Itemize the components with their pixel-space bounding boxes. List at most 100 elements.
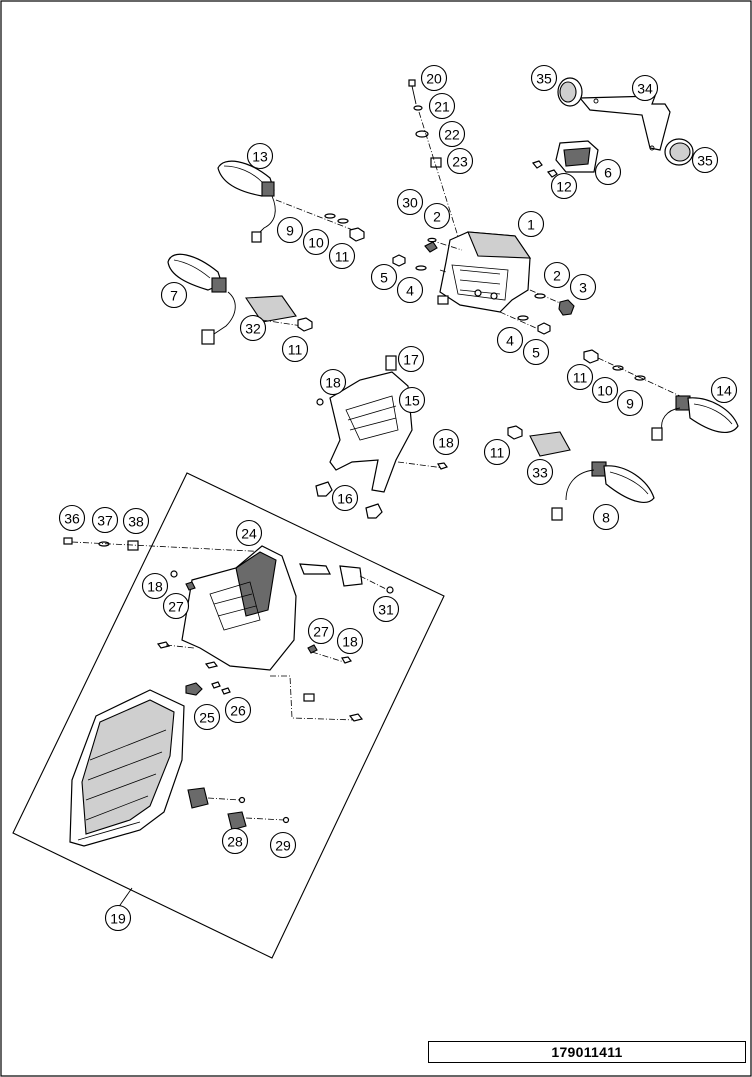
callout-label: 2	[433, 209, 441, 225]
callout-10b: 10	[591, 376, 619, 404]
callout-label: 28	[227, 834, 243, 850]
callout-9b: 9	[616, 389, 644, 417]
callout-26: 26	[224, 696, 252, 724]
callout-circle	[58, 504, 86, 532]
callout-label: 27	[313, 624, 329, 640]
callout-circle	[428, 92, 456, 120]
callout-circle	[370, 263, 398, 291]
damper-16b	[365, 503, 383, 519]
callout-35b: 35	[691, 146, 719, 174]
callout-7: 7	[160, 281, 188, 309]
callout-label: 9	[626, 396, 634, 412]
dash-fasteners	[408, 79, 467, 263]
callout-6: 6	[594, 158, 622, 186]
callout-circle	[591, 376, 619, 404]
callout-38: 38	[122, 507, 150, 535]
callout-3: 3	[569, 273, 597, 301]
callout-label: 30	[402, 195, 418, 211]
callout-11b: 11	[281, 335, 309, 363]
screw-26b	[221, 687, 231, 695]
washer-4b	[517, 315, 529, 321]
bolt-5a	[392, 254, 406, 267]
washer-2b	[534, 293, 546, 299]
callout-label: 18	[342, 634, 358, 650]
washer-18c	[170, 570, 178, 578]
callout-22: 22	[438, 120, 466, 148]
callout-circle	[522, 338, 550, 366]
callout-label: 7	[170, 288, 178, 304]
callout-circle	[302, 228, 330, 256]
callout-circle	[221, 827, 249, 855]
callout-label: 29	[275, 838, 291, 854]
callout-21: 21	[428, 92, 456, 120]
callout-circle	[281, 335, 309, 363]
callout-circle	[336, 627, 364, 655]
callout-circle	[543, 261, 571, 289]
callout-20: 20	[420, 64, 448, 92]
callout-circle	[235, 519, 263, 547]
callout-circle	[319, 368, 347, 396]
bracket-15	[315, 355, 448, 519]
callout-circle	[276, 216, 304, 244]
callout-label: 33	[532, 465, 548, 481]
headlight-assembly-outline	[12, 472, 445, 959]
callout-circle	[530, 64, 558, 92]
callout-label: 3	[579, 280, 587, 296]
callout-circle	[331, 484, 359, 512]
grommet-22	[415, 130, 429, 138]
callout-circle	[372, 595, 400, 623]
callout-circle	[104, 904, 132, 932]
clip-27b	[307, 644, 318, 654]
callout-18b: 18	[432, 428, 460, 456]
callout-label: 18	[147, 579, 163, 595]
callout-1: 1	[517, 210, 545, 238]
callout-label: 8	[602, 510, 610, 526]
callout-27a: 27	[162, 592, 190, 620]
callout-label: 12	[556, 179, 572, 195]
callout-label: 22	[444, 127, 460, 143]
callout-circle	[397, 345, 425, 373]
washer-18a	[316, 398, 324, 406]
callout-circle	[162, 592, 190, 620]
callout-circle	[328, 242, 356, 270]
callout-16: 16	[331, 484, 359, 512]
drawing-number: 179011411	[551, 1044, 623, 1060]
callout-23: 23	[446, 147, 474, 175]
cover-32	[245, 295, 297, 323]
callout-circle	[483, 438, 511, 466]
callout-2b: 2	[543, 261, 571, 289]
callout-circle	[307, 617, 335, 645]
callout-label: 35	[697, 153, 713, 169]
callout-18c: 18	[141, 572, 169, 600]
clip-27a	[185, 581, 196, 591]
callout-29: 29	[269, 831, 297, 859]
callout-11d: 11	[483, 438, 511, 466]
callout-24: 24	[235, 519, 263, 547]
headlight-housing	[156, 545, 394, 722]
screw-12b	[546, 169, 558, 178]
callout-label: 21	[434, 99, 450, 115]
sleeve-17	[385, 355, 397, 371]
callout-31: 31	[372, 595, 400, 623]
callout-circle	[398, 386, 426, 414]
screw-12a	[531, 160, 543, 169]
callout-label: 2	[553, 268, 561, 284]
callout-circle	[550, 172, 578, 200]
callout-label: 14	[716, 383, 732, 399]
callout-label: 1	[527, 217, 535, 233]
callout-36: 36	[58, 504, 86, 532]
callout-label: 4	[406, 283, 414, 299]
damper-16a	[315, 481, 333, 497]
callout-label: 5	[532, 345, 540, 361]
bolt-5b	[537, 322, 551, 335]
callout-label: 26	[230, 703, 246, 719]
callout-13: 13	[246, 142, 274, 170]
callout-circle	[246, 142, 274, 170]
callout-35a: 35	[530, 64, 558, 92]
callout-27b: 27	[307, 617, 335, 645]
callout-circle	[122, 507, 150, 535]
callout-label: 10	[308, 235, 324, 251]
callout-2a: 2	[423, 202, 451, 230]
